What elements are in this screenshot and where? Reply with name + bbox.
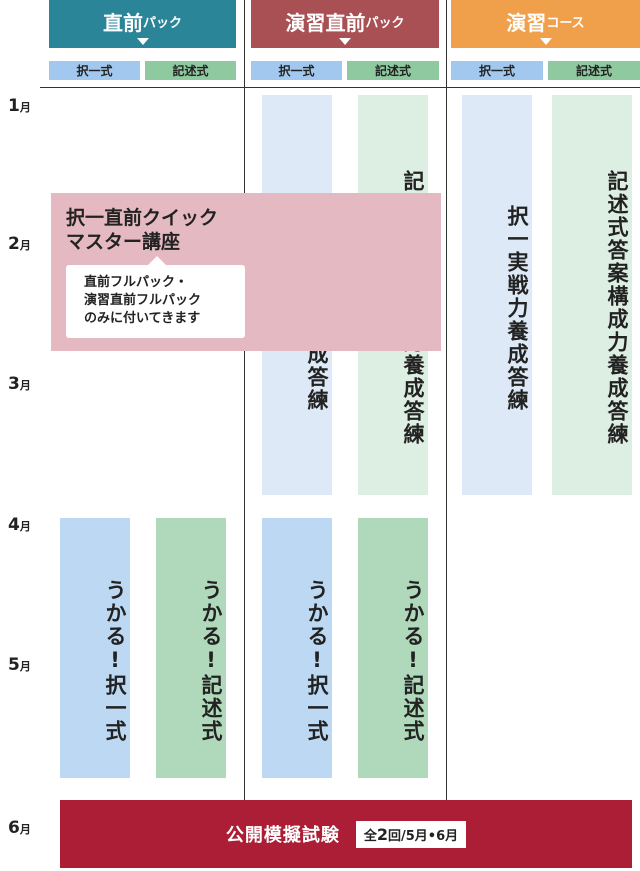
subheader-choice: 択一式 xyxy=(251,61,342,80)
subheader-written: 記述式 xyxy=(145,61,236,80)
triangle-down-icon xyxy=(339,38,351,45)
header-title: 演習 xyxy=(506,10,547,35)
triangle-down-icon xyxy=(136,38,149,45)
header-subtitle: コース xyxy=(546,15,585,31)
quick-master-note: 直前フルパック・演習直前フルパックのみに付いてきます xyxy=(66,256,245,338)
subheader-choice: 択一式 xyxy=(451,61,543,80)
header-subtitle: パック xyxy=(142,15,182,31)
bar-choice-training: 択一実戦力養成答練 xyxy=(462,95,532,495)
subheader-written: 記述式 xyxy=(347,61,439,80)
subheader-choice: 択一式 xyxy=(49,61,140,80)
header-enshu-chokuzen-pack: 演習直前パック xyxy=(251,0,439,48)
bar-written-training: 記述式答案構成力養成答練 xyxy=(552,95,632,495)
quick-master-title: 択一直前クイックマスター講座 xyxy=(66,207,219,253)
header-title: 直前 xyxy=(102,10,143,35)
month-label: 6月 xyxy=(8,818,31,838)
header-subtitle: パック xyxy=(365,15,405,31)
header-enshu-course: 演習コース xyxy=(451,0,640,48)
subheader-written: 記述式 xyxy=(548,61,640,80)
mock-exam-badge: 全2回/5月•6月 xyxy=(355,820,467,848)
divider-vertical xyxy=(244,0,245,800)
month-label: 1月 xyxy=(8,96,31,116)
triangle-down-icon xyxy=(539,38,552,45)
month-label: 2月 xyxy=(8,234,31,254)
divider-vertical xyxy=(446,0,447,800)
mock-exam-title: 公開模擬試験 xyxy=(225,825,340,846)
mock-exam-bar: 公開模擬試験 全2回/5月•6月 xyxy=(60,800,632,868)
header-title: 演習直前 xyxy=(285,10,366,35)
bar-ukaru-choice: うかる!択一式 xyxy=(262,518,332,778)
bar-ukaru-written: うかる!記述式 xyxy=(156,518,226,778)
month-label: 5月 xyxy=(8,655,31,675)
month-label: 4月 xyxy=(8,515,31,535)
month-label: 3月 xyxy=(8,374,31,394)
bar-ukaru-written: うかる!記述式 xyxy=(358,518,428,778)
bar-ukaru-choice: うかる!択一式 xyxy=(60,518,130,778)
divider-horizontal xyxy=(40,87,640,88)
header-chokuzen-pack: 直前パック xyxy=(49,0,236,48)
